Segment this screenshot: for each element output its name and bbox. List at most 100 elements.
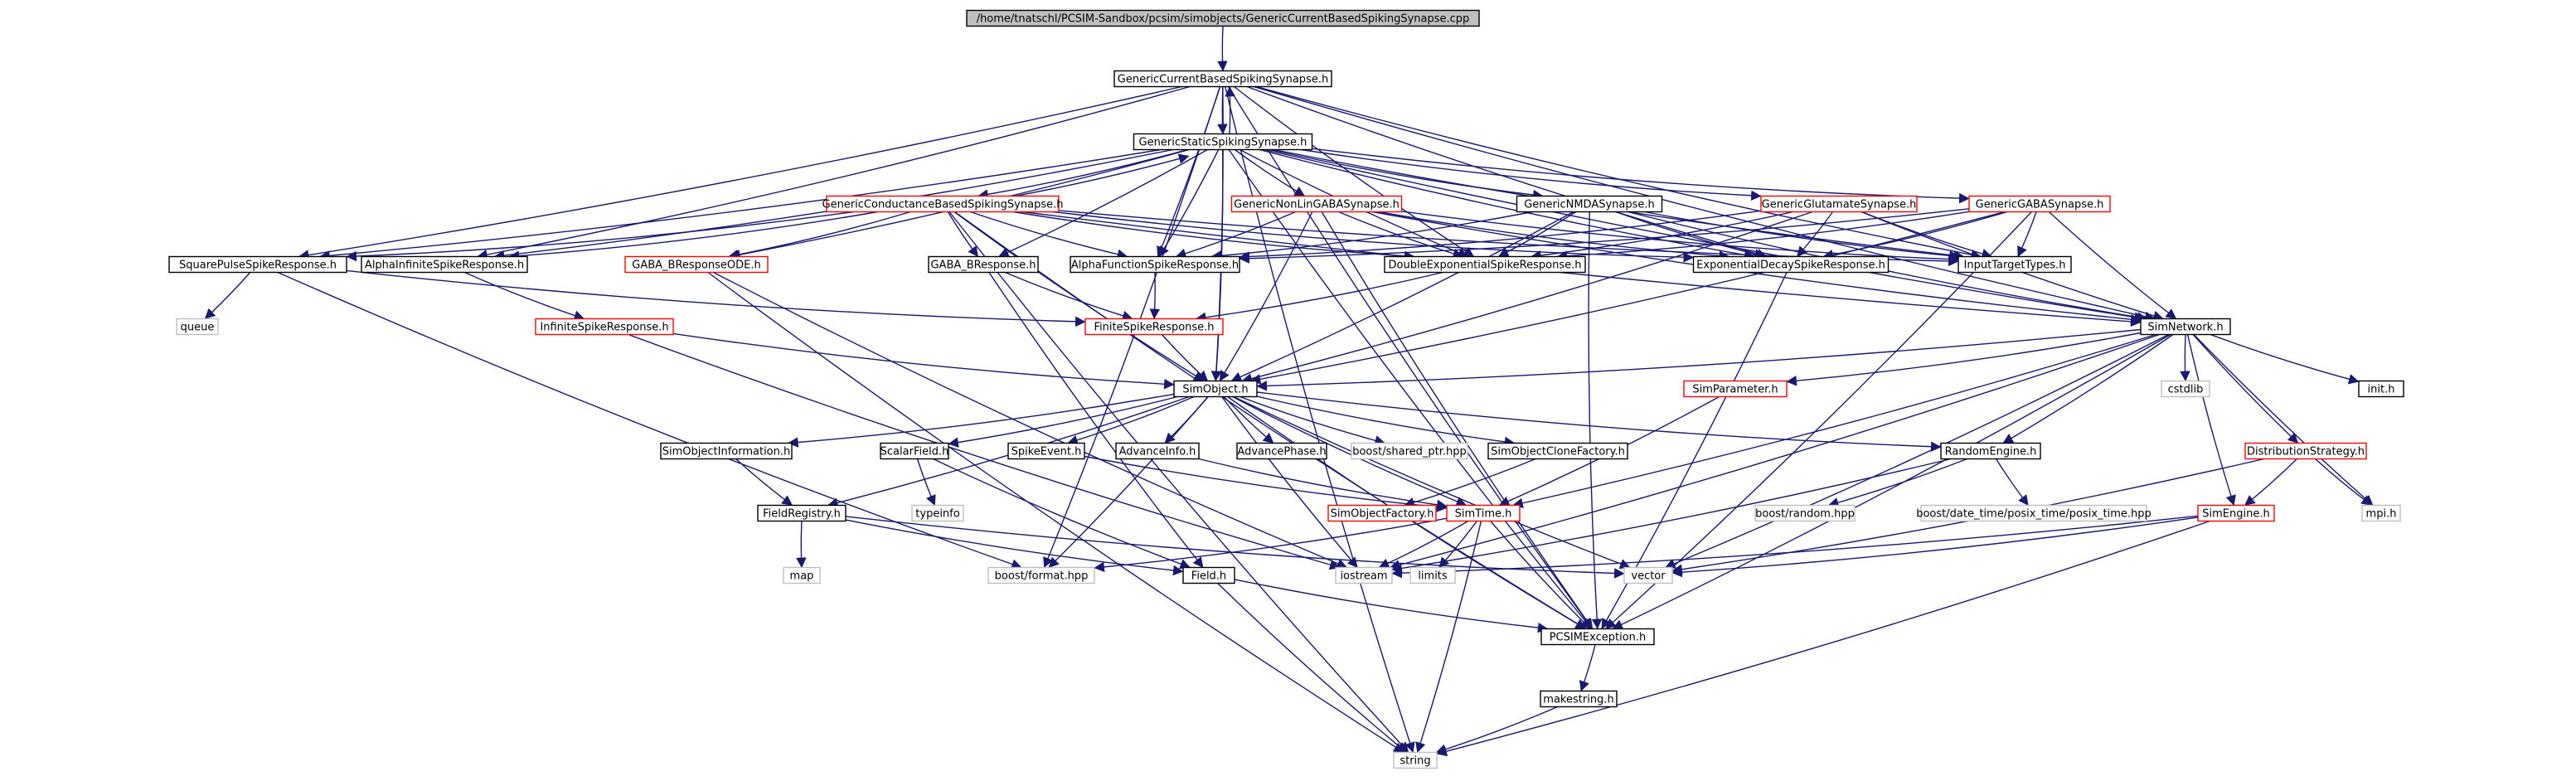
node-gcbss[interactable]: GenericCurrentBasedSpikingSynapse.h <box>1113 70 1332 88</box>
node-box-gsss <box>1133 133 1313 151</box>
node-boostrandom[interactable]: boost/random.hpp <box>1754 504 1856 522</box>
node-label-simobjinfo: SimObjectInformation.h <box>662 446 791 458</box>
edge-gcbss-to-expdec <box>1246 85 1768 259</box>
node-gnonlin[interactable]: GenericNonLinGABASynapse.h <box>1230 195 1403 213</box>
edge-fieldreg-to-field <box>845 519 1184 576</box>
node-box-iostream <box>1335 566 1393 584</box>
node-inputtt[interactable]: InputTargetTypes.h <box>1957 255 2072 274</box>
node-cstdlib[interactable]: cstdlib <box>2161 380 2210 398</box>
node-box-alphainf <box>361 255 528 274</box>
node-advphase[interactable]: AdvancePhase.h <box>1236 442 1327 460</box>
node-label-advphase: AdvancePhase.h <box>1237 446 1326 458</box>
node-square[interactable]: SquarePulseSpikeResponse.h <box>168 255 347 274</box>
node-label-posixtime: boost/date_time/posix_time/posix_time.hp… <box>1916 508 2152 521</box>
node-label-simnetwork: SimNetwork.h <box>2147 322 2223 334</box>
node-finite[interactable]: FiniteSpikeResponse.h <box>1084 318 1224 336</box>
node-boostformat[interactable]: boost/format.hpp <box>987 566 1095 584</box>
node-root[interactable]: /home/tnatschl/PCSIM-Sandbox/pcsim/simob… <box>966 9 1480 27</box>
node-simengine[interactable]: SimEngine.h <box>2197 504 2275 522</box>
node-infinite[interactable]: InfiniteSpikeResponse.h <box>535 318 674 336</box>
edge-randengine-to-posixtime <box>1996 458 2029 507</box>
node-init[interactable]: init.h <box>2358 380 2404 398</box>
node-alphainf[interactable]: AlphaInfiniteSpikeResponse.h <box>361 255 528 274</box>
node-sharedptr[interactable]: boost/shared_ptr.hpp <box>1351 442 1468 460</box>
node-gconduct[interactable]: GenericConductanceBasedSpikingSynapse.h <box>822 195 1064 213</box>
node-advinfo[interactable]: AdvanceInfo.h <box>1115 442 1200 460</box>
node-label-boostrandom: boost/random.hpp <box>1755 508 1855 521</box>
node-typeinfo[interactable]: typeinfo <box>911 504 964 522</box>
edge-gsss-to-alphafn <box>1158 149 1220 258</box>
node-label-string: string <box>1400 755 1430 768</box>
node-simtime[interactable]: SimTime.h <box>1446 504 1521 522</box>
node-box-scalarfield <box>880 442 949 460</box>
node-label-inputtt: InputTargetTypes.h <box>1964 259 2066 272</box>
node-label-expdec: ExponentialDecaySpikeResponse.h <box>1696 259 1885 272</box>
node-box-queue <box>176 318 219 336</box>
node-box-randengine <box>1940 442 2041 460</box>
node-simparam[interactable]: SimParameter.h <box>1683 380 1788 398</box>
edge-simnetwork-to-simparam <box>1786 332 2142 386</box>
node-field[interactable]: Field.h <box>1182 566 1235 584</box>
node-layer: /home/tnatschl/PCSIM-Sandbox/pcsim/simob… <box>168 9 2404 769</box>
node-simnetwork[interactable]: SimNetwork.h <box>2140 318 2231 336</box>
edge-simnetwork-to-randengine <box>2002 333 2174 444</box>
edge-simobject-to-vector <box>1233 395 1631 570</box>
node-label-ggaba: GenericGABASynapse.h <box>1976 199 2104 211</box>
node-string[interactable]: string <box>1393 751 1438 769</box>
node-posixtime[interactable]: boost/date_time/posix_time/posix_time.hp… <box>1916 504 2152 522</box>
node-pcsimexc[interactable]: PCSIMException.h <box>1540 628 1655 646</box>
node-box-cstdlib <box>2161 380 2210 398</box>
edge-spikeevent-to-simtime <box>1084 455 1448 512</box>
node-randengine[interactable]: RandomEngine.h <box>1940 442 2041 460</box>
node-box-ggaba <box>1968 195 2111 213</box>
edge-fieldreg-to-map <box>796 521 807 569</box>
node-box-gabab <box>928 255 1039 274</box>
node-box-simobjinfo <box>660 442 793 460</box>
node-mpi[interactable]: mpi.h <box>2361 504 2401 522</box>
edge-simobject-to-scalarfield <box>948 395 1178 448</box>
node-vector[interactable]: vector <box>1623 566 1673 584</box>
edge-ggaba-to-dblexp <box>1556 211 1970 262</box>
node-gabab[interactable]: GABA_BResponse.h <box>928 255 1039 274</box>
node-box-limits <box>1409 566 1456 584</box>
edge-simobject-to-simobjinfo <box>788 393 1175 448</box>
node-box-simparam <box>1683 380 1788 398</box>
node-box-string <box>1393 751 1438 769</box>
edge-gconduct-to-simobject <box>953 211 1205 382</box>
node-ggaba[interactable]: GenericGABASynapse.h <box>1968 195 2111 213</box>
node-box-root <box>966 9 1480 27</box>
node-box-simobject <box>1173 380 1258 398</box>
node-makestring[interactable]: makestring.h <box>1540 690 1618 708</box>
node-queue[interactable]: queue <box>176 318 219 336</box>
node-dblexp[interactable]: DoubleExponentialSpikeResponse.h <box>1384 255 1586 274</box>
node-map[interactable]: map <box>783 566 821 584</box>
edge-simnetwork-to-iostream <box>1389 333 2160 570</box>
node-iostream[interactable]: iostream <box>1335 566 1393 584</box>
node-box-gglut <box>1760 195 1918 213</box>
edge-simtime-to-iostream <box>1378 520 1469 569</box>
node-spikeevent[interactable]: SpikeEvent.h <box>1007 442 1085 460</box>
node-fieldreg[interactable]: FieldRegistry.h <box>757 504 847 522</box>
node-alphafn[interactable]: AlphaFunctionSpikeResponse.h <box>1070 255 1240 274</box>
edge-gnmda-to-simobject <box>1230 211 1574 382</box>
node-gnmda[interactable]: GenericNMDASynapse.h <box>1516 195 1663 213</box>
edge-gnonlin-to-simobject <box>1219 211 1313 382</box>
node-diststrat[interactable]: DistributionStrategy.h <box>2244 442 2367 460</box>
node-scalarfield[interactable]: ScalarField.h <box>880 442 949 460</box>
edge-pcsimexc-to-makestring <box>1579 644 1596 692</box>
edge-simobject-to-advphase <box>1223 396 1274 444</box>
edge-simobject-to-sharedptr <box>1239 395 1386 446</box>
edge-gabaode-to-iostream <box>713 271 1348 569</box>
node-gabaode[interactable]: GABA_BResponseODE.h <box>624 255 769 274</box>
node-gsss[interactable]: GenericStaticSpikingSynapse.h <box>1133 133 1313 151</box>
node-label-alphafn: AlphaFunctionSpikeResponse.h <box>1071 259 1239 272</box>
node-expdec[interactable]: ExponentialDecaySpikeResponse.h <box>1692 255 1890 274</box>
node-simobjinfo[interactable]: SimObjectInformation.h <box>660 442 793 460</box>
node-gglut[interactable]: GenericGlutamateSynapse.h <box>1760 195 1918 213</box>
node-limits[interactable]: limits <box>1409 566 1456 584</box>
node-clonefactory[interactable]: SimObjectCloneFactory.h <box>1487 442 1628 460</box>
node-simobjfactory[interactable]: SimObjectFactory.h <box>1327 504 1437 522</box>
edge-clonefactory-to-simobjfactory <box>1404 458 1536 508</box>
node-simobject[interactable]: SimObject.h <box>1173 380 1258 398</box>
edge-square-to-queue <box>204 272 251 320</box>
